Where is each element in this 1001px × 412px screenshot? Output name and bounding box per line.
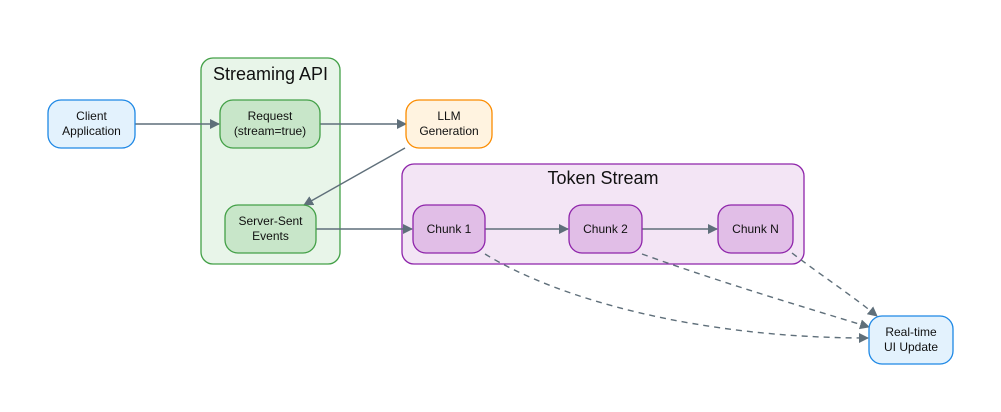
node-chunk-2-label: Chunk 2 xyxy=(583,222,628,236)
edge-chunkn-to-ui-update xyxy=(791,252,878,317)
edge-chunk1-to-ui-update xyxy=(484,253,869,343)
node-client-application-box xyxy=(47,99,136,149)
cluster-token-stream-title: Token Stream xyxy=(547,168,658,188)
nodes-layer: Client Application Request (stream=true)… xyxy=(47,99,954,365)
node-client-application-line-2: Application xyxy=(62,124,121,138)
node-chunk-1-box xyxy=(412,204,486,254)
node-llm-generation: LLM Generation xyxy=(405,99,493,149)
node-server-sent-events-line-1: Server-Sent xyxy=(238,214,303,228)
node-chunk-n-label: Chunk N xyxy=(732,222,779,236)
node-real-time-ui-update-box xyxy=(868,315,954,365)
edges-layer xyxy=(135,119,878,343)
node-client-application: Client Application xyxy=(47,99,136,149)
node-request-box xyxy=(219,99,321,149)
node-chunk-1-label: Chunk 1 xyxy=(427,222,472,236)
node-llm-generation-line-2: Generation xyxy=(419,124,478,138)
node-request: Request (stream=true) xyxy=(219,99,321,149)
node-request-line-1: Request xyxy=(248,109,293,123)
node-server-sent-events-box xyxy=(224,204,317,254)
node-request-line-2: (stream=true) xyxy=(234,124,306,138)
node-chunk-2-box xyxy=(568,204,643,254)
node-server-sent-events: Server-Sent Events xyxy=(224,204,317,254)
cluster-streaming-api-title: Streaming API xyxy=(213,64,328,84)
node-server-sent-events-line-2: Events xyxy=(252,229,289,243)
node-chunk-n: Chunk N xyxy=(717,204,794,254)
node-real-time-ui-update: Real-time UI Update xyxy=(868,315,954,365)
edge-chunk2-to-ui-update xyxy=(641,253,870,330)
node-chunk-2: Chunk 2 xyxy=(568,204,643,254)
node-real-time-ui-update-line-2: UI Update xyxy=(884,340,938,354)
node-llm-generation-box xyxy=(405,99,493,149)
edge-llm-to-sse xyxy=(303,147,406,206)
node-real-time-ui-update-line-1: Real-time xyxy=(885,325,937,339)
node-chunk-1: Chunk 1 xyxy=(412,204,486,254)
node-client-application-line-1: Client xyxy=(76,109,107,123)
node-llm-generation-line-1: LLM xyxy=(437,109,460,123)
node-chunk-n-box xyxy=(717,204,794,254)
